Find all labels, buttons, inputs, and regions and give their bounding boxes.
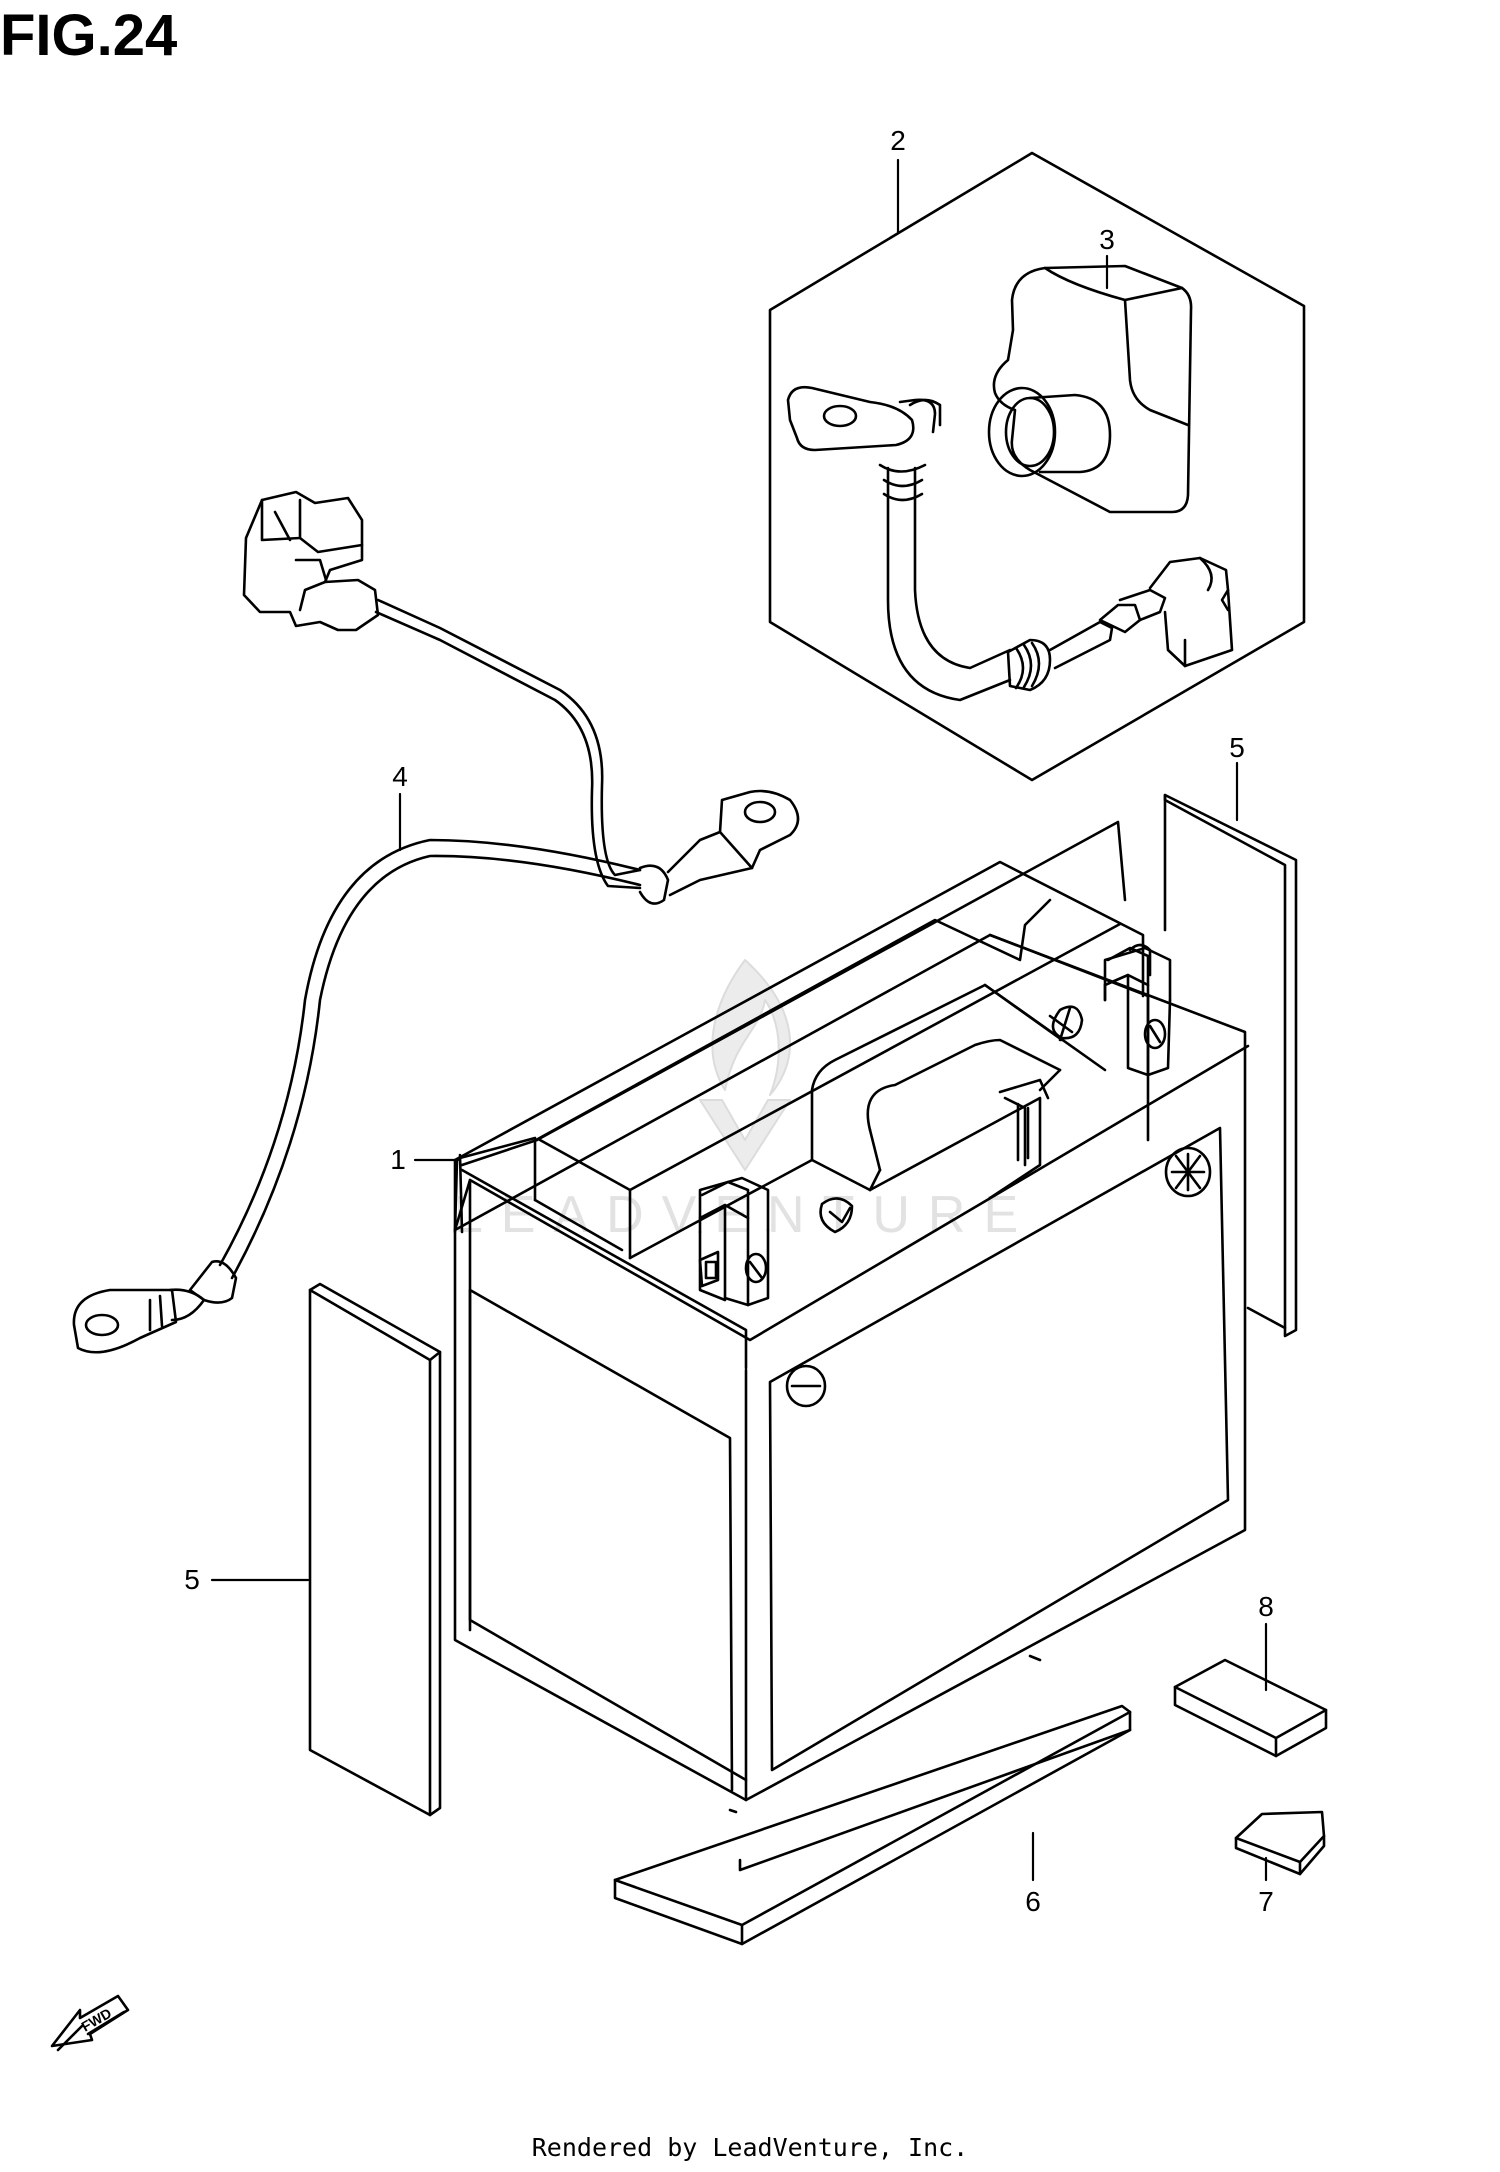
leadventure-watermark: LEADVENTURE: [454, 959, 1036, 1244]
callout-1: 1: [390, 1144, 406, 1175]
forward-direction-arrow-icon: FWD: [50, 1994, 130, 2052]
callout-6: 6: [1025, 1886, 1041, 1917]
callout-4: 4: [392, 761, 408, 792]
callout-8: 8: [1258, 1591, 1274, 1622]
battery-pad-right: [1163, 793, 1298, 1338]
battery-positive-cable: [786, 385, 1234, 702]
battery-pad-bottom: [613, 1654, 1132, 1946]
battery-pad-left: [308, 1282, 442, 1817]
callout-5-left: 5: [184, 1564, 200, 1595]
callout-7: 7: [1258, 1886, 1274, 1917]
leader-lines: [210, 158, 1268, 1882]
part-8-cushion: [1173, 1658, 1328, 1758]
callout-5-right: 5: [1229, 732, 1245, 763]
figure-title: FIG.24: [0, 3, 178, 68]
terminal-cover-boot: [987, 264, 1193, 514]
battery-cable-kit-group: [768, 151, 1306, 782]
battery: [453, 820, 1250, 1802]
callout-3: 3: [1099, 224, 1115, 255]
callout-2: 2: [890, 125, 906, 156]
battery-negative-lead: [72, 490, 800, 1354]
part-7-cushion: [1234, 1810, 1326, 1876]
footer-credit: Rendered by LeadVenture, Inc.: [531, 2133, 969, 2162]
watermark-text: LEADVENTURE: [454, 1186, 1036, 1244]
